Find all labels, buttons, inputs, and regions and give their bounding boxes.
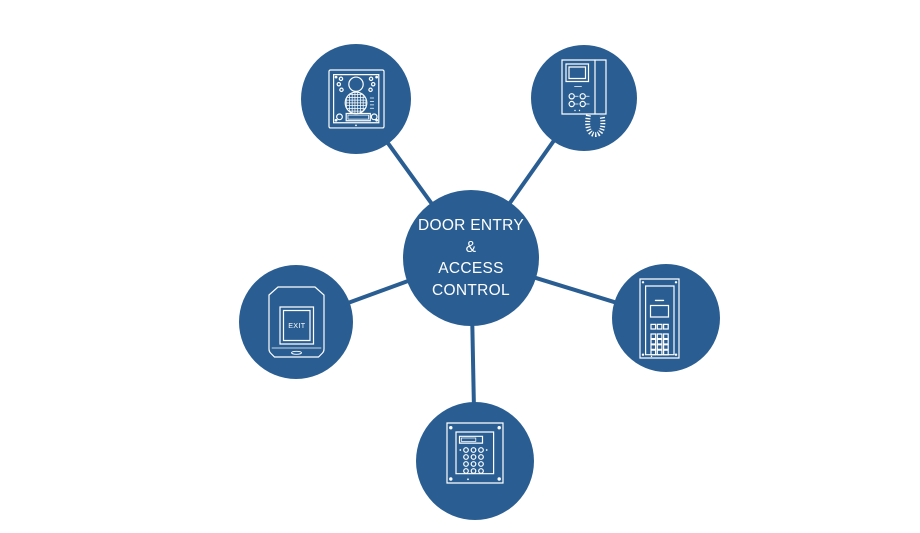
keypad-access-panel-icon — [446, 422, 504, 484]
node-exit-button: EXIT — [239, 265, 353, 379]
node-video-intercom-handset — [531, 45, 637, 151]
hub-title-line-1: DOOR ENTRY — [417, 217, 525, 234]
exit-button-icon: EXIT — [268, 286, 325, 358]
node-door-entry-video-panel — [301, 44, 411, 154]
hub-circle: DOOR ENTRY & ACCESS CONTROL — [403, 190, 539, 326]
door-entry-video-panel-icon — [328, 69, 385, 129]
node-audio-entry-keypad-panel — [612, 264, 720, 372]
hub-title: DOOR ENTRY & ACCESS CONTROL — [418, 215, 524, 301]
hub-title-line-4: CONTROL — [432, 281, 510, 299]
exit-button-label: EXIT — [288, 321, 305, 330]
hub-title-line-3: ACCESS — [438, 260, 504, 277]
video-intercom-handset-icon — [561, 59, 607, 137]
audio-entry-keypad-panel-icon — [639, 278, 680, 359]
node-keypad-access-panel — [416, 402, 534, 520]
hub-title-line-2: & — [465, 238, 477, 256]
